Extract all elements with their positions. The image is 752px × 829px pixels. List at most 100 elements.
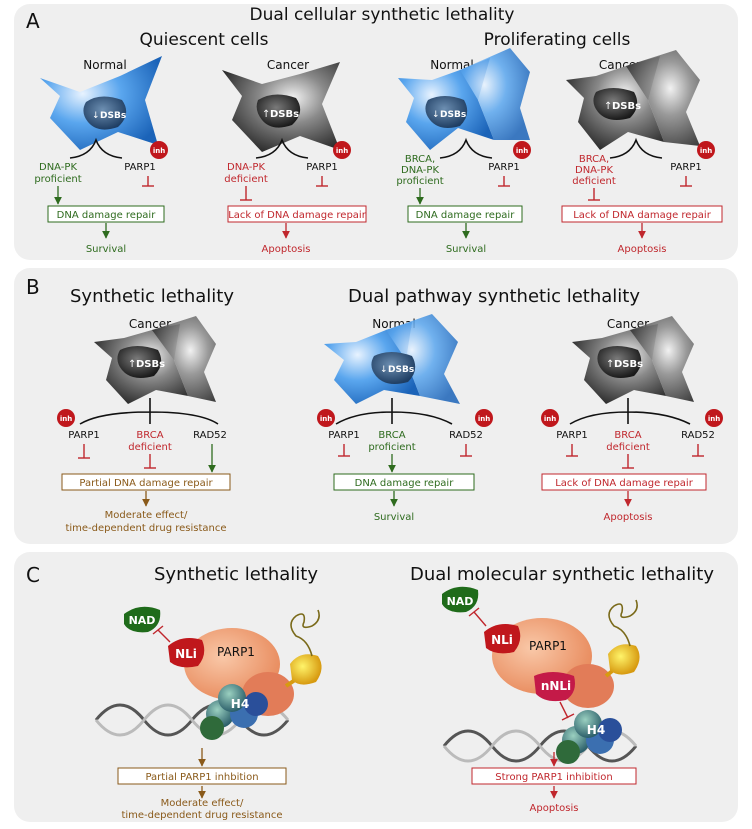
dnapk-label: DNA-PK — [227, 162, 265, 173]
quiescent-heading: Quiescent cells — [140, 30, 269, 50]
histone-bead — [244, 692, 268, 716]
bracket — [255, 137, 309, 159]
dsb-label: DSBs — [270, 109, 299, 120]
dsb-label: DSBs — [440, 110, 466, 120]
nad-label: NAD — [447, 595, 474, 608]
histone-bead — [200, 716, 224, 740]
h4-label: H4 — [587, 723, 605, 737]
brca-label: BRCA — [136, 430, 163, 441]
rad52-label: RAD52 — [193, 430, 227, 441]
repair-box-text: Lack of DNA damage repair — [573, 210, 712, 221]
gray-cell-part — [152, 316, 216, 402]
three-way-bracket — [79, 398, 219, 425]
yellow-domain — [290, 654, 322, 685]
squiggle-tail — [290, 609, 320, 657]
gray-cell-part — [630, 316, 694, 402]
parp1-label: PARP1 — [670, 162, 702, 173]
nnli-label: nNLi — [541, 679, 571, 693]
nad-molecule — [124, 606, 161, 633]
inhibition-box — [471, 767, 637, 785]
panel-c-title-left: Synthetic lethality — [154, 564, 318, 585]
dnapk-label: DNA-PK — [401, 165, 439, 176]
parp1-label: PARP1 — [556, 430, 588, 441]
nucleus — [597, 346, 642, 378]
dsb-label: DSBs — [612, 101, 641, 112]
b-dual-cancer: Cancer ↑ DSBs inh inh PARP1 BRCA deficie… — [541, 316, 723, 523]
dnapk-label: DNA-PK — [575, 165, 613, 176]
outcome-label: Apoptosis — [530, 803, 579, 814]
dsb-label: DSBs — [614, 359, 643, 370]
a-quiescent-normal: Normal ↓ DSBs DNA-PK proficient PARP1 in… — [34, 56, 168, 255]
deficient-label: deficient — [224, 174, 268, 185]
inh-label: inh — [478, 415, 490, 423]
yellow-domain — [608, 644, 640, 675]
nucleus — [256, 94, 301, 128]
histone-bead — [218, 684, 246, 712]
nli-label: NLi — [175, 647, 197, 661]
proficient-label: proficient — [34, 174, 81, 185]
cell-label: Normal — [430, 58, 473, 72]
parp1-label: PARP1 — [68, 430, 100, 441]
proficient-label: proficient — [396, 176, 443, 187]
inhibit-line — [157, 629, 171, 643]
bracket — [609, 137, 663, 159]
outcome-label: Apoptosis — [604, 512, 653, 523]
outcome-label: Apoptosis — [618, 244, 667, 255]
inhibitor-badge — [150, 141, 168, 159]
inh-label: inh — [153, 147, 165, 155]
repair-box-text: Lack of DNA damage repair — [555, 478, 694, 489]
parp1-label: PARP1 — [124, 162, 156, 173]
inh-label: inh — [336, 147, 348, 155]
histone-bead — [556, 740, 580, 764]
inhibitor-badge — [333, 141, 351, 159]
cell-label: Normal — [83, 58, 126, 72]
inhibitor-badge — [541, 409, 559, 427]
brca-label: BRCA, — [405, 154, 435, 165]
inh-label: inh — [544, 415, 556, 423]
inhibition-box-text: Partial PARP1 inhbition — [145, 772, 258, 783]
rad52-label: RAD52 — [681, 430, 715, 441]
deficient-label: deficient — [606, 442, 650, 453]
h4-label: H4 — [231, 697, 249, 711]
proliferating-heading: Proliferating cells — [484, 30, 631, 50]
inhibit-bar — [468, 607, 480, 617]
parp1-label: PARP1 — [488, 162, 520, 173]
inh-label: inh — [60, 415, 72, 423]
repair-box-text: DNA damage repair — [355, 478, 455, 489]
bracket — [69, 137, 123, 159]
three-way-bracket — [569, 398, 691, 425]
nad-molecule — [442, 586, 479, 613]
outcome-label: Survival — [374, 512, 414, 523]
outcome-label: Apoptosis — [262, 244, 311, 255]
inhibit-line — [473, 611, 487, 627]
down-arrow-icon: ↓ — [380, 365, 388, 375]
nucleus — [371, 352, 416, 384]
panel-b-title-left: Synthetic lethality — [70, 286, 234, 307]
repair-box — [541, 473, 707, 491]
brca-label: BRCA, — [579, 154, 609, 165]
inhibitor-badge — [697, 141, 715, 159]
inhibit-bar — [561, 713, 575, 721]
repair-box — [47, 205, 165, 223]
nucleus — [425, 96, 468, 128]
outcome-line-1: Moderate effect/ — [105, 510, 188, 521]
nucleus — [83, 96, 127, 130]
squiggle-tail — [608, 599, 638, 647]
dnapk-label: DNA-PK — [39, 162, 77, 173]
parp1-label: PARP1 — [217, 645, 255, 659]
a-quiescent-cancer: Cancer ↑ DSBs DNA-PK deficient PARP1 inh… — [222, 58, 367, 255]
repair-box-text: DNA damage repair — [57, 210, 157, 221]
inhibit-bar — [152, 625, 164, 635]
blue-cell-part — [460, 48, 530, 140]
bracket — [439, 137, 493, 159]
up-arrow-icon: ↑ — [262, 109, 270, 120]
repair-box — [61, 473, 231, 491]
gray-cell-part — [626, 50, 700, 146]
brca-label: BRCA — [614, 430, 641, 441]
panel-a-background — [14, 4, 738, 260]
deficient-label: deficient — [128, 442, 172, 453]
panel-b-background — [14, 268, 738, 544]
repair-box — [227, 205, 367, 223]
blue-cell-part — [386, 314, 460, 404]
